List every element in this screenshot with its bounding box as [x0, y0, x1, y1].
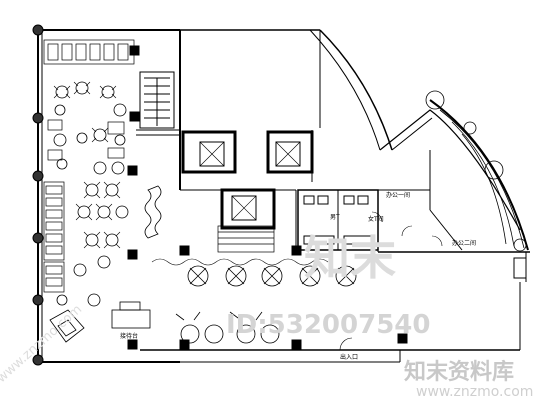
label-entrance: 出入口 — [340, 354, 359, 361]
left-booth-seating — [43, 39, 135, 293]
label-restroom-m: 男T — [330, 214, 340, 221]
elevator-shafts — [181, 130, 314, 230]
door-swings — [339, 211, 443, 351]
side-tables — [47, 119, 125, 161]
arc-booth-seating — [425, 90, 529, 252]
label-restroom-f: 女T间 — [368, 216, 384, 223]
restroom-block — [297, 189, 379, 251]
label-reception: 接待台 — [120, 333, 139, 340]
label-office-bottom: 办公二间 — [452, 240, 477, 247]
left-dining-chairs — [53, 81, 121, 249]
right-curved-wing — [180, 29, 521, 253]
left-columns — [32, 24, 44, 366]
left-exterior-wall — [37, 29, 180, 363]
planter-row — [151, 258, 357, 287]
structural-columns — [127, 45, 408, 350]
right-lower-walls — [140, 251, 530, 363]
lower-lounge-seating — [175, 311, 280, 344]
central-stair — [217, 225, 275, 253]
label-office-top: 办公一间 — [386, 192, 411, 199]
piano-area — [49, 301, 151, 343]
core-walls — [136, 30, 297, 250]
water-feature — [144, 185, 162, 239]
left-dining-tables — [53, 81, 129, 307]
